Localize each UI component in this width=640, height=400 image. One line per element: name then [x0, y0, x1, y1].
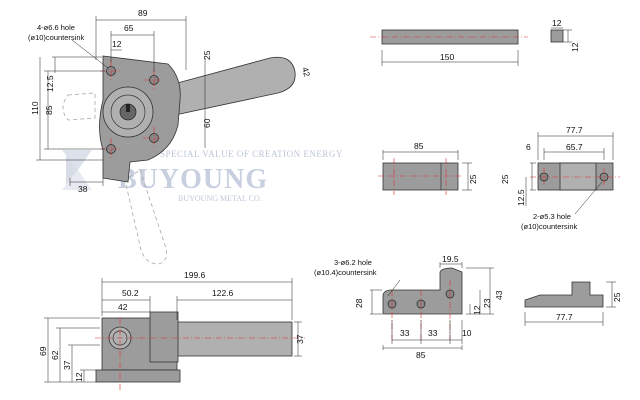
bracket-dim-12: 12: [472, 305, 482, 315]
bottom-dim-50-2: 50.2: [122, 288, 139, 298]
ghost-handle-down: [124, 169, 167, 265]
bracket-dim-43: 43: [494, 290, 504, 300]
main-handle: [169, 56, 296, 116]
bracket-dim-10: 10: [462, 328, 472, 338]
main-dim-89: 89: [138, 8, 148, 18]
block-dim-65-7: 65.7: [566, 142, 583, 152]
bottom-base: [95, 369, 181, 383]
watermark-logo: [62, 150, 92, 190]
block-dim-6: 6: [526, 142, 531, 152]
bracket-side-dim-77-7: 77.7: [556, 312, 573, 322]
main-dim-42: 42: [300, 66, 312, 78]
bracket-view: 19.5 28 12 23 43 33 33 10 85 3-ø6.2 hole…: [314, 254, 504, 360]
main-dim-12-5: 12.5: [45, 75, 55, 92]
block-dim-77-7: 77.7: [566, 125, 583, 135]
main-hole-countersink-note: (ø10)countersink: [28, 33, 85, 42]
main-dim-38: 38: [78, 184, 88, 194]
block-hole-countersink-note: (ø10)countersink: [521, 222, 578, 231]
bracket-dim-lines: [370, 262, 494, 350]
bar-dim-12-top: 12: [552, 18, 562, 28]
plate-dim-85: 85: [414, 141, 424, 151]
block-hole-note: 2-ø5.3 hole: [533, 212, 571, 221]
bottom-dim-122-6: 122.6: [212, 288, 234, 298]
bracket-dim-23: 23: [482, 298, 492, 308]
bar-end-section: [550, 29, 564, 43]
block-dim-25: 25: [500, 174, 510, 184]
bottom-dim-12: 12: [74, 372, 84, 382]
bracket-dim-28: 28: [354, 298, 364, 308]
bracket-body: [382, 267, 463, 315]
bracket-hole-countersink-note: (ø10.4)countersink: [314, 268, 377, 277]
watermark-brand: BUYOUNG: [118, 164, 268, 195]
key-slot: [126, 104, 130, 112]
bar-dim-12-side: 12: [570, 42, 580, 52]
bracket-dim-19-5: 19.5: [442, 254, 459, 264]
bracket-side-body: [524, 281, 604, 308]
ghost-handle-left: [62, 92, 96, 121]
bar-dim-150: 150: [440, 52, 454, 62]
bracket-dim-33-a: 33: [400, 328, 410, 338]
block-dim-12-5: 12.5: [516, 189, 526, 206]
bottom-dim-37: 37: [62, 360, 72, 370]
bottom-hinge: [149, 311, 179, 363]
bracket-side-view: 25 77.7: [524, 281, 622, 326]
main-dim-65: 65: [124, 23, 134, 33]
main-dim-85: 85: [44, 105, 54, 115]
main-dim-110: 110: [30, 101, 40, 115]
flat-bar-view: 150 12 12: [370, 18, 580, 66]
bottom-handle: [176, 321, 293, 357]
bottom-dim-62: 62: [50, 350, 60, 360]
bottom-dim-69: 69: [38, 346, 48, 356]
main-latch-view: 89 65 12 12.5 110 85 25 60 42 38 4-ø6.6 …: [28, 8, 312, 265]
block-view: 77.7 6 65.7 25 12.5 2-ø5.3 hole (ø10)cou…: [500, 125, 620, 231]
watermark-tagline: SPECIAL VALUE OF CREATION ENERGY: [160, 149, 343, 159]
main-dim-12: 12: [112, 39, 122, 49]
lock-ring: [110, 94, 146, 130]
main-dim-60: 60: [202, 118, 212, 128]
bottom-dim-37-handle: 37: [295, 334, 305, 344]
bracket-hole-note: 3-ø6.2 hole: [334, 258, 372, 267]
main-dim-25: 25: [202, 50, 212, 60]
main-hole-note: 4-ø6.6 hole: [37, 23, 75, 32]
bracket-side-dim-25: 25: [612, 292, 622, 302]
bottom-latch-view: 199.6 50.2 122.6 42 69 62 37 12 37: [38, 270, 305, 392]
plate-body: [382, 162, 459, 191]
bottom-dim-42: 42: [118, 302, 128, 312]
bracket-dim-85: 85: [416, 350, 426, 360]
bottom-dim-199-6: 199.6: [184, 270, 206, 280]
plate-view: 85 25: [378, 141, 478, 195]
main-dim-lines: [36, 16, 206, 186]
block-recess: [559, 162, 597, 191]
bottom-dim-lines: [44, 278, 302, 383]
watermark-company: BUYOUNG METAL CO.: [178, 194, 262, 203]
bracket-dim-33-b: 33: [428, 328, 438, 338]
plate-dim-25: 25: [468, 174, 478, 184]
